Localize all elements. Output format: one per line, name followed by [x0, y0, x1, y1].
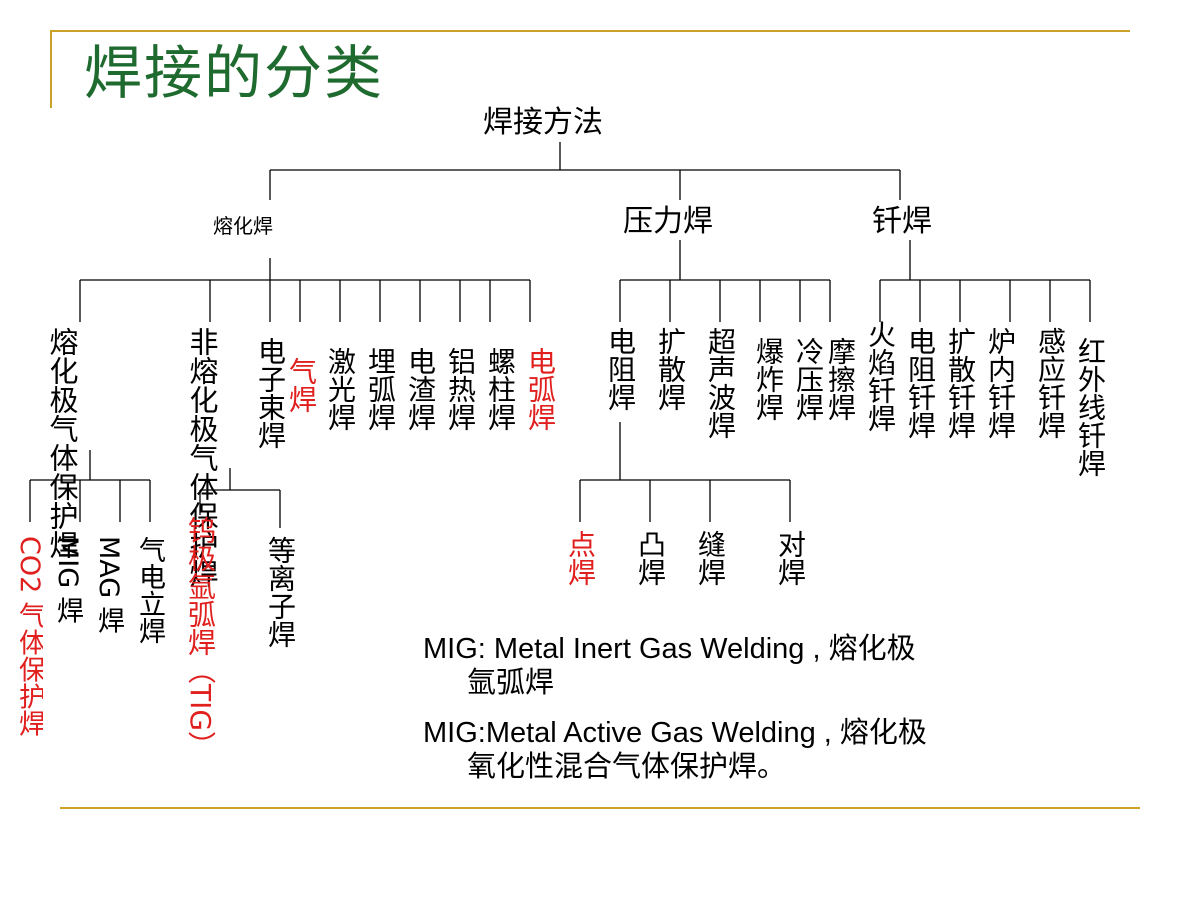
node-nonconsumable-gas-shield: 非熔化极气体保护焊: [185, 327, 219, 588]
node-root: 焊接方法: [483, 105, 603, 140]
note-mig-line2: 氩弧焊: [467, 667, 555, 699]
node-resistance-brazing: 电阻钎焊: [904, 327, 937, 439]
note-mag-line2: 氧化性混合气体保护焊。: [467, 751, 787, 783]
node-infrared-brazing: 红外线钎焊: [1074, 337, 1107, 477]
node-spot-welding: 点焊: [564, 530, 597, 586]
note-mag-line1: MIG:Metal Active Gas Welding , 熔化极: [423, 717, 927, 749]
node-diffusion-brazing: 扩散钎焊: [944, 327, 977, 439]
node-furnace-brazing: 炉内钎焊: [984, 327, 1017, 439]
node-explosion-welding: 爆炸焊: [752, 337, 785, 421]
node-stud: 螺柱焊: [484, 347, 517, 431]
node-brazing: 钎焊: [872, 204, 932, 239]
node-tig: 钨极氩弧焊（TIG）: [184, 516, 217, 760]
node-electrogas: 气电立焊: [134, 536, 165, 644]
node-arc-welding: 电弧焊: [524, 347, 557, 431]
node-fusion-welding: 熔化焊: [213, 214, 273, 238]
node-seam-welding: 缝焊: [694, 530, 727, 586]
node-submerged-arc: 埋弧焊: [364, 347, 397, 431]
note-mag: MIG:Metal Active Gas Welding , 熔化极 氧化性混合…: [423, 716, 927, 784]
node-mig: MIG 焊: [52, 536, 83, 624]
node-diffusion-welding: 扩散焊: [654, 327, 687, 411]
node-laser: 激光焊: [324, 347, 357, 431]
node-friction-welding: 摩擦焊: [824, 337, 857, 421]
note-mig-line1: MIG: Metal Inert Gas Welding , 熔化极: [423, 633, 916, 665]
node-pressure-welding: 压力焊: [623, 204, 713, 239]
node-projection-welding: 凸焊: [634, 530, 667, 586]
node-mag: MAG 焊: [93, 536, 124, 634]
node-thermit: 铝热焊: [444, 347, 477, 431]
left-rule: [50, 30, 52, 108]
node-induction-brazing: 感应钎焊: [1034, 327, 1067, 439]
node-gas-welding: 气焊: [285, 357, 318, 413]
node-cold-pressure-welding: 冷压焊: [792, 337, 825, 421]
node-butt-welding: 对焊: [774, 530, 807, 586]
node-resistance-welding: 电阻焊: [604, 327, 637, 411]
bottom-rule: [60, 807, 1140, 809]
node-consumable-gas-shield: 熔化极气体保护焊: [45, 327, 79, 559]
page-title: 焊接的分类: [84, 39, 385, 107]
node-plasma: 等离子焊: [264, 536, 297, 648]
node-ultrasonic-welding: 超声波焊: [704, 327, 737, 439]
node-electron-beam: 电子束焊: [254, 337, 287, 449]
node-electroslag: 电渣焊: [404, 347, 437, 431]
top-rule: [50, 30, 1130, 32]
node-co2-welding: CO2 气体保护焊: [16, 536, 43, 736]
note-mig: MIG: Metal Inert Gas Welding , 熔化极 氩弧焊: [423, 632, 916, 700]
node-torch-brazing: 火焰钎焊: [864, 320, 897, 432]
